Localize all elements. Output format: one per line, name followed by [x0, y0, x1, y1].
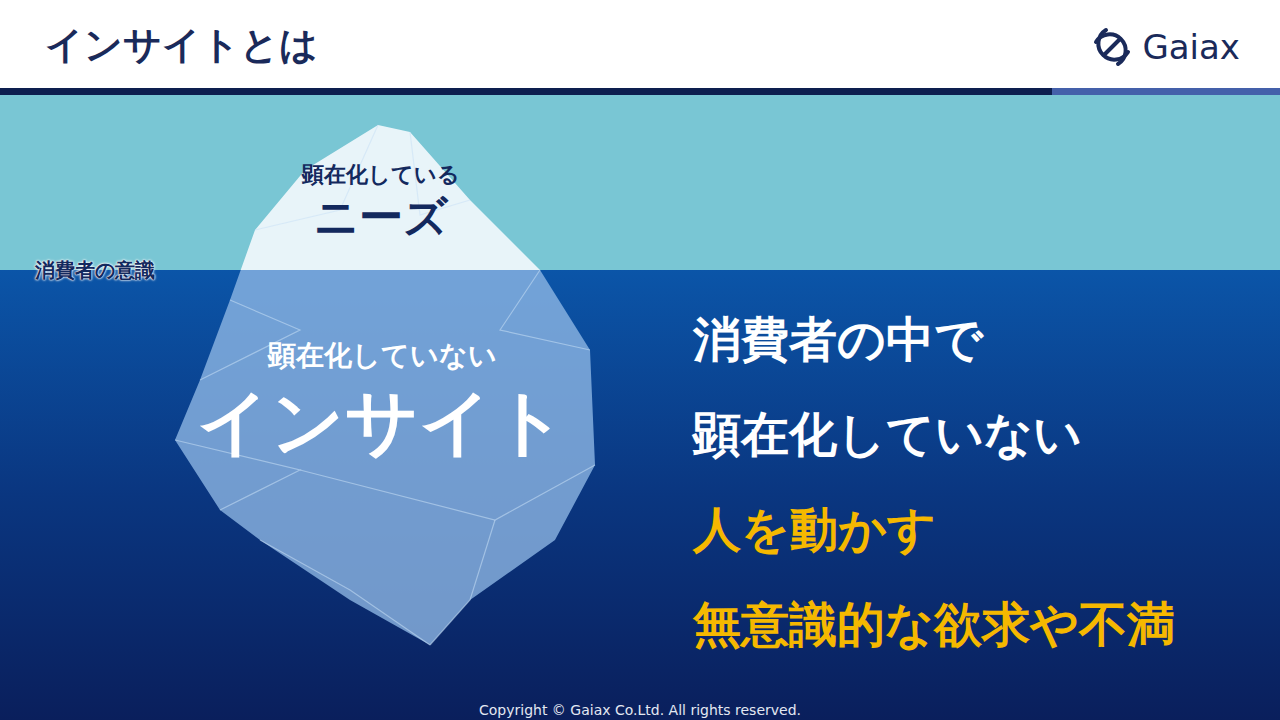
node-heading: ニーズ [302, 191, 460, 244]
iceberg-body: 顕在化していないインサイト [197, 339, 567, 465]
underwater-band [0, 270, 1280, 720]
iceberg-body-shape [175, 270, 595, 645]
node-subtitle: 顕在化していない [197, 339, 567, 373]
iceberg-facets [175, 125, 595, 645]
copyright: Copyright © Gaiax Co.Ltd. All rights res… [479, 702, 801, 719]
header-rule [0, 88, 1052, 95]
iceberg-tip-shape [175, 125, 595, 270]
definition-highlight: 無意識的な欲求や不満 [693, 596, 1175, 654]
header-band [0, 0, 1280, 88]
definition-highlight: 人を動かす [693, 501, 936, 559]
waterline-label: 消費者の意識 [35, 258, 155, 282]
definition-line: 消費者の中で [693, 311, 983, 369]
header-rule-accent [1052, 88, 1280, 95]
logo-arc [1096, 34, 1126, 64]
definition-line: 顕在化していない [693, 406, 1082, 464]
node-subtitle: 顕在化している [302, 162, 460, 188]
node-heading: インサイト [197, 379, 567, 465]
logo-stroke [1104, 39, 1120, 55]
surface-band [0, 95, 1280, 270]
slide-title: インサイトとは [45, 23, 318, 69]
logo-text: Gaiax [1142, 27, 1240, 68]
iceberg-tip: 顕在化しているニーズ [302, 162, 460, 243]
logo-icon [1096, 30, 1128, 64]
iceberg [175, 125, 595, 645]
